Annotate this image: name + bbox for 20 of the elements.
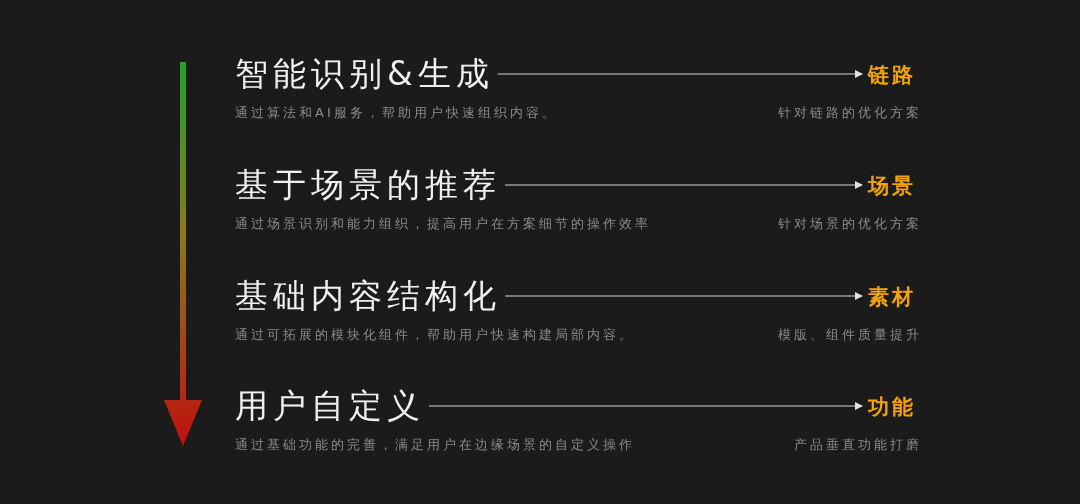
description-text: 针对场景的优化方案 [778, 215, 922, 233]
heading-text: 基于场景的推荐 [235, 165, 501, 205]
category-label: 链路 [868, 62, 916, 88]
arrow [504, 181, 863, 189]
description-text: 通过基础功能的完善，满足用户在边缘场景的自定义操作 [235, 436, 635, 454]
description-text: 针对链路的优化方案 [778, 104, 922, 122]
heading-text: 基础内容结构化 [235, 276, 501, 316]
description-text: 模版、组件质量提升 [778, 326, 922, 344]
description-text: 通过可拓展的模块化组件，帮助用户快速构建局部内容。 [235, 326, 635, 344]
description-text: 通过场景识别和能力组织，提高用户在方案细节的操作效率 [235, 215, 651, 233]
arrow [504, 292, 863, 300]
description-text: 产品垂直功能打磨 [794, 436, 922, 454]
category-label: 场景 [868, 173, 916, 199]
arrow [428, 402, 863, 410]
category-label: 素材 [868, 284, 916, 310]
arrow [497, 70, 863, 78]
category-label: 功能 [868, 394, 916, 420]
description-text: 通过算法和AI服务，帮助用户快速组织内容。 [235, 104, 558, 122]
heading-text: 智能识别&生成 [235, 54, 494, 94]
heading-text: 用户自定义 [235, 386, 425, 426]
